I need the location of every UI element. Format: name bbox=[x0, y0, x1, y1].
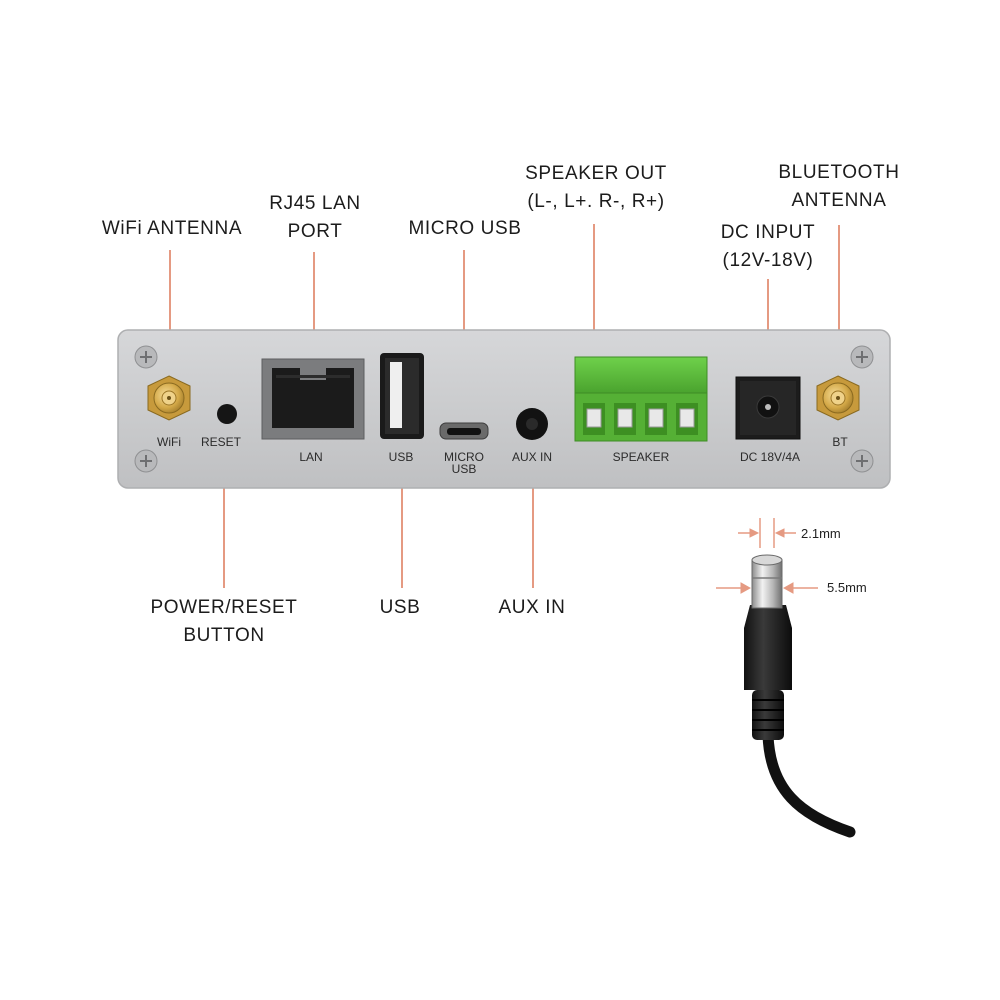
callout-line: SPEAKER OUT bbox=[525, 163, 667, 184]
label-usb: USB bbox=[389, 450, 414, 464]
leader-aux-in bbox=[532, 430, 534, 588]
wifi-antenna-connector bbox=[147, 375, 191, 421]
callout-speaker-out: SPEAKER OUT (L-, L+. R-, R+) bbox=[520, 160, 672, 216]
speaker-terminal-block[interactable] bbox=[574, 356, 708, 442]
callout-line: BLUETOOTH bbox=[778, 162, 900, 183]
callout-usb: USB bbox=[370, 594, 430, 622]
label-micro-usb-2: USB bbox=[452, 462, 477, 476]
callout-dc-input: DC INPUT (12V-18V) bbox=[712, 219, 824, 275]
leader-usb bbox=[401, 430, 403, 588]
label-lan: LAN bbox=[299, 450, 322, 464]
callout-line: WiFi ANTENNA bbox=[101, 218, 243, 239]
callout-wifi-antenna: WiFi ANTENNA bbox=[98, 215, 246, 243]
terminal-slot bbox=[614, 403, 636, 435]
callout-line: PORT bbox=[287, 221, 343, 242]
label-wifi: WiFi bbox=[157, 435, 181, 449]
leader-speaker-out bbox=[593, 224, 595, 392]
callout-line: RJ45 LAN bbox=[269, 193, 361, 214]
callout-line: (12V-18V) bbox=[722, 250, 814, 271]
label-reset: RESET bbox=[201, 435, 242, 449]
terminal-slot bbox=[645, 403, 667, 435]
aux-jack-hole bbox=[526, 418, 538, 430]
callout-rj45-lan-port: RJ45 LAN PORT bbox=[262, 190, 368, 246]
callout-line: MICRO USB bbox=[408, 218, 522, 239]
label-bt: BT bbox=[832, 435, 848, 449]
callout-line: (L-, L+. R-, R+) bbox=[527, 191, 665, 212]
callout-line: BUTTON bbox=[183, 625, 265, 646]
callout-power-reset-button: POWER/RESET BUTTON bbox=[148, 594, 300, 650]
screw-icon bbox=[850, 449, 874, 473]
leader-rj45 bbox=[313, 252, 315, 394]
callout-line: AUX IN bbox=[498, 597, 566, 618]
screw-icon bbox=[134, 449, 158, 473]
callout-bluetooth-antenna: BLUETOOTH ANTENNA bbox=[772, 159, 906, 215]
dc-plug-illustration bbox=[744, 554, 856, 838]
bt-antenna-connector bbox=[816, 375, 860, 421]
label-aux-in: AUX IN bbox=[512, 450, 552, 464]
terminal-slot bbox=[676, 403, 698, 435]
callout-line: ANTENNA bbox=[791, 190, 887, 211]
micro-usb-port[interactable] bbox=[439, 422, 489, 440]
label-dc: DC 18V/4A bbox=[740, 450, 800, 464]
usb-port[interactable] bbox=[380, 353, 424, 439]
dimension-label-barrel: 5.5mm bbox=[827, 580, 867, 595]
leader-bt-antenna bbox=[838, 225, 840, 401]
dimension-barrel bbox=[716, 582, 818, 594]
dimension-pin bbox=[738, 518, 796, 548]
callout-aux-in: AUX IN bbox=[490, 594, 574, 622]
lan-port[interactable] bbox=[261, 358, 365, 440]
reset-button[interactable] bbox=[217, 404, 237, 424]
screw-icon bbox=[850, 345, 874, 369]
callout-line: DC INPUT bbox=[720, 222, 816, 243]
dimension-label-pin: 2.1mm bbox=[801, 526, 841, 541]
callout-line: POWER/RESET bbox=[150, 597, 298, 618]
label-micro-usb: MICRO bbox=[444, 450, 484, 464]
terminal-slot bbox=[583, 403, 605, 435]
dc-input-jack[interactable] bbox=[735, 376, 801, 440]
callout-micro-usb: MICRO USB bbox=[405, 215, 525, 243]
leader-power-reset bbox=[223, 420, 225, 588]
callout-line: USB bbox=[379, 597, 421, 618]
screw-icon bbox=[134, 345, 158, 369]
leader-wifi-antenna bbox=[169, 250, 171, 400]
label-speaker: SPEAKER bbox=[613, 450, 670, 464]
